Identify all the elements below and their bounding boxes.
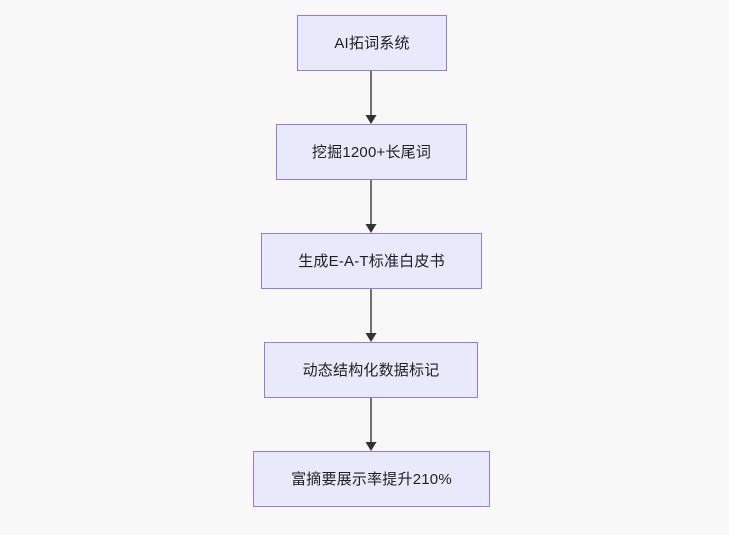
- edge-arrowhead: [365, 442, 377, 451]
- flow-edge-n2-to-n3: [361, 180, 381, 233]
- flow-node-label: 动态结构化数据标记: [302, 361, 440, 379]
- flow-node-n3[interactable]: 生成E-A-T标准白皮书: [261, 233, 482, 289]
- flow-node-n4[interactable]: 动态结构化数据标记: [264, 342, 478, 398]
- edge-arrowhead: [365, 333, 377, 342]
- flow-edge-n4-to-n5: [361, 398, 381, 451]
- flow-node-n1[interactable]: AI拓词系统: [297, 15, 447, 71]
- flow-node-label: AI拓词系统: [334, 34, 410, 52]
- flow-edge-n1-to-n2: [361, 71, 381, 124]
- edge-arrowhead: [365, 224, 377, 233]
- flow-node-n5[interactable]: 富摘要展示率提升210%: [253, 451, 490, 507]
- flow-node-label: 富摘要展示率提升210%: [291, 470, 452, 488]
- flow-node-label: 挖掘1200+长尾词: [311, 143, 432, 161]
- flow-node-n2[interactable]: 挖掘1200+长尾词: [276, 124, 467, 180]
- flow-edge-n3-to-n4: [361, 289, 381, 342]
- edge-arrowhead: [365, 115, 377, 124]
- flow-node-label: 生成E-A-T标准白皮书: [298, 252, 445, 270]
